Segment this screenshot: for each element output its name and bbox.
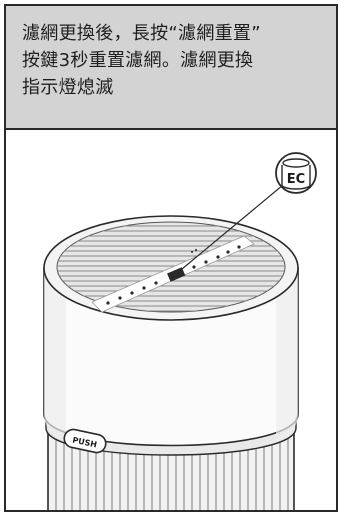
indicator-dot — [154, 281, 158, 285]
instruction-card: 濾網更換後，長按“濾網重置” 按鍵3秒重置濾網。濾網更換 指示燈熄滅 — [4, 4, 338, 512]
instruction-line-1: 濾網更換後，長按“濾網重置” — [22, 23, 261, 44]
indicator-dot — [142, 286, 146, 290]
display-window — [167, 267, 186, 282]
instruction-caption-panel: 濾網更換後，長按“濾網重置” 按鍵3秒重置濾網。濾網更換 指示燈熄滅 — [6, 6, 336, 130]
filter-reset-ec-icon: EC — [275, 152, 317, 194]
indicator-dot — [130, 291, 134, 295]
indicator-dot — [192, 265, 196, 269]
indicator-dot — [195, 249, 197, 251]
indicator-dot — [191, 251, 193, 253]
air-purifier-drawing: EC PUSH — [43, 152, 317, 510]
instruction-caption: 濾網更換後，長按“濾網重置” 按鍵3秒重置濾網。濾網更換 指示燈熄滅 — [22, 20, 318, 101]
indicator-dot — [118, 296, 122, 300]
indicator-dot — [204, 260, 208, 264]
push-button: PUSH — [63, 428, 107, 454]
control-indicators — [106, 245, 241, 305]
air-purifier-illustration: EC PUSH — [6, 130, 336, 510]
indicator-dot — [106, 301, 110, 305]
callout-icon-text: EC — [287, 172, 305, 187]
callout-leader-line — [175, 179, 290, 275]
indicator-dot — [237, 245, 241, 249]
indicator-dot — [226, 250, 230, 254]
instruction-line-2: 按鍵3秒重置濾網。濾網更換 — [22, 50, 254, 71]
instruction-line-3: 指示燈熄滅 — [22, 77, 114, 98]
indicator-dot — [216, 255, 220, 259]
